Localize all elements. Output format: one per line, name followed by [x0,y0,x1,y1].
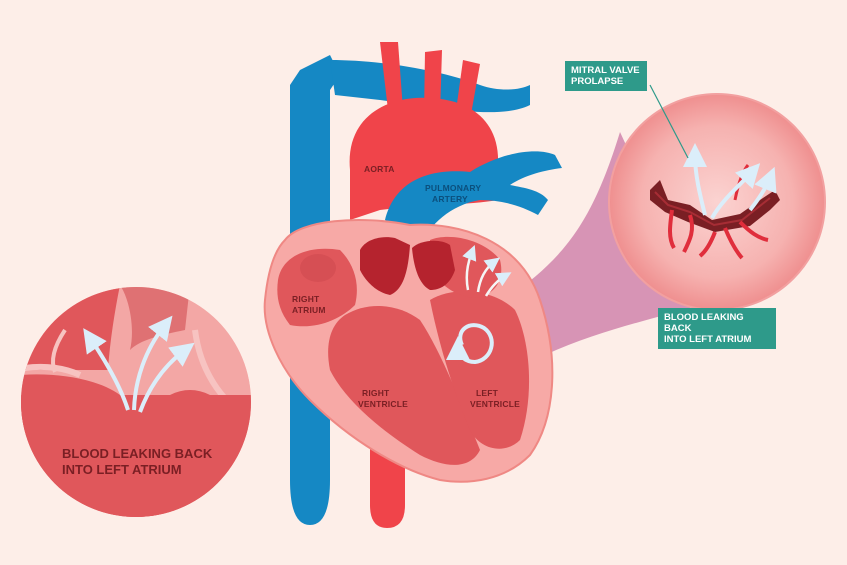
right-atrium-label-2: ATRIUM [292,305,326,315]
circulation-arrow-icon [446,323,494,365]
pulmonary-artery [385,151,562,245]
left-ventricle-chamber [430,291,530,449]
right-zoom-circle [608,93,826,311]
left-ventricle-label-2: VENTRICLE [470,399,520,409]
left-zoom-circle [21,287,251,517]
blood-leaking-tag: BLOOD LEAKING BACK INTO LEFT ATRIUM [658,308,776,349]
right-ventricle-label-1: RIGHT [362,388,390,398]
mitral-pointer-line [649,84,689,159]
pulmonary-artery-label-2: ARTERY [432,194,468,204]
right-ventricle-label-2: VENTRICLE [358,399,408,409]
right-atrium-label-1: RIGHT [292,294,320,304]
right-atrium-chamber [277,248,357,327]
aortic-valve [412,240,455,290]
pulmonary-valve [360,237,410,295]
pulmonary-artery-label-1: PULMONARY [425,183,481,193]
mitral-valve-leaflets [650,180,780,232]
left-zoom-caption-1: BLOOD LEAKING BACK [62,446,213,461]
callout-wedge [505,132,700,355]
left-ventricle-label-1: LEFT [476,388,499,398]
aorta-label: AORTA [364,164,395,174]
heart [263,219,554,483]
right-ventricle-chamber [328,305,480,465]
mitral-valve-prolapse-tag: MITRAL VALVE PROLAPSE [565,61,647,91]
left-zoom-caption-2: INTO LEFT ATRIUM [62,462,182,477]
